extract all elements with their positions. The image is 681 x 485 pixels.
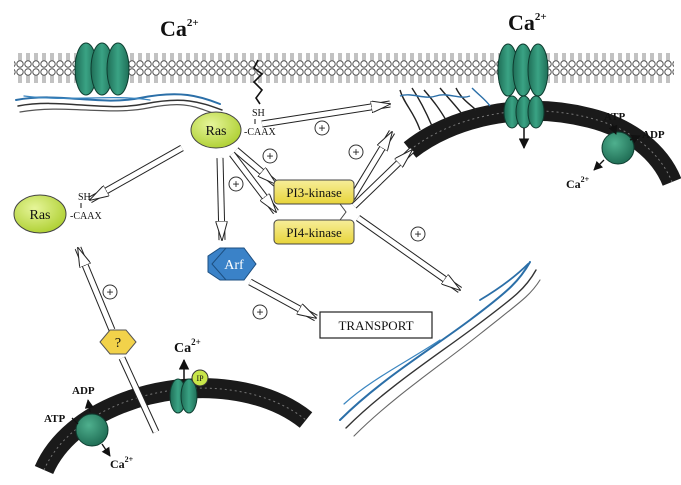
unknown-label: ? [115, 336, 121, 351]
unknown-node: ? [99, 329, 137, 355]
calcium-channel-top-left [74, 42, 130, 96]
ras-cytosol-caax: -CAAX [70, 211, 102, 222]
ca-bottom-channel-label: Ca2+ [174, 337, 201, 356]
pi4-kinase-label: PI4-kinase [286, 225, 342, 240]
plus-marker: + [314, 120, 330, 136]
svg-text:+: + [106, 285, 113, 299]
ca-top-right-label: Ca2+ [508, 10, 547, 35]
ras-membrane-sh: SH [252, 108, 265, 119]
ras-cytosol-node: Ras [13, 194, 67, 234]
left-atp-label: ATP [44, 413, 65, 425]
tether-fibers-right [399, 87, 491, 131]
right-adp-label: ADP [642, 129, 665, 141]
calcium-channel-top-right [497, 43, 549, 97]
svg-text:+: + [232, 177, 239, 191]
calcium-pump-left [71, 399, 111, 457]
calcium-pump-right [593, 123, 641, 171]
plus-markers: + + + + + + + [102, 120, 426, 320]
right-atp-label: ATP [604, 111, 625, 123]
svg-text:+: + [318, 121, 325, 135]
svg-text:+: + [352, 145, 359, 159]
arf-label: Arf [224, 258, 244, 273]
pi3-kinase-label: PI3-kinase [286, 185, 342, 200]
cytoskeleton-fibers-right [339, 261, 541, 437]
pi4-kinase-node: PI4-kinase [273, 219, 355, 245]
plus-marker: + [262, 148, 278, 164]
ip3-ligand [191, 369, 209, 387]
left-adp-label: ADP [72, 385, 95, 397]
svg-text:+: + [414, 227, 421, 241]
ras-cytosol-label: Ras [30, 208, 51, 223]
svg-text:+: + [266, 149, 273, 163]
ras-cytosol-sh: SH [78, 192, 91, 203]
cytoskeleton-fibers-left [15, 93, 223, 115]
ras-lipid-anchor [252, 59, 264, 105]
ras-membrane-node: Ras [190, 111, 242, 149]
pi3-kinase-node: PI3-kinase [273, 179, 355, 205]
ip-label: IP [196, 374, 204, 383]
plus-marker: + [252, 304, 268, 320]
ca-left-pump-label: Ca2+ [110, 455, 134, 471]
signal-arrows [74, 104, 460, 434]
transport-label: TRANSPORT [338, 318, 413, 333]
arf-node: Arf [207, 247, 257, 281]
svg-text:+: + [256, 305, 263, 319]
ras-membrane-caax: -CAAX [244, 127, 276, 138]
transport-box: TRANSPORT [319, 311, 433, 339]
plus-marker: + [102, 284, 118, 300]
ip3-receptor-channel [169, 358, 198, 414]
plus-marker: + [348, 144, 364, 160]
ca-top-left-label: Ca2+ [160, 16, 199, 41]
er-channel-right [503, 95, 545, 150]
plus-marker: + [410, 226, 426, 242]
ca-right-pump-label: Ca2+ [566, 175, 590, 191]
plus-marker: + [228, 176, 244, 192]
ras-membrane-label: Ras [206, 124, 227, 139]
